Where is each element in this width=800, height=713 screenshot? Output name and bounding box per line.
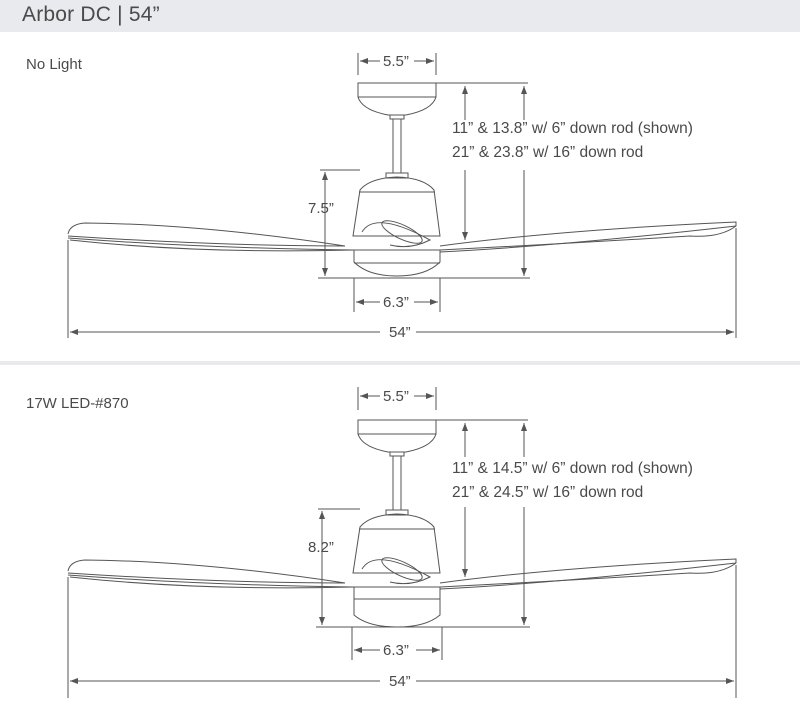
diagram-no-light: No Light	[26, 53, 737, 341]
diagram-led: 17W LED-#870	[0, 365, 800, 713]
variant-label: 17W LED-#870	[26, 395, 129, 412]
variant-label: No Light	[26, 56, 82, 73]
housing-width-label: 6.3”	[383, 294, 409, 311]
motor-height-label: 7.5”	[308, 200, 334, 217]
canopy-width-label: 5.5”	[383, 53, 409, 70]
section-divider	[0, 361, 800, 365]
span-label: 54”	[389, 324, 411, 341]
height-note-16in: 21” & 24.5” w/ 16” down rod	[452, 484, 643, 501]
fan-drawing: 5.5” 7.5” 6.3” 54” 11” & 13.8” w/ 6” dow…	[67, 53, 737, 341]
fan-drawing: 5.5” 8.2” 6.3” 54” 11” & 14.5” w/ 6” dow…	[67, 387, 737, 698]
height-note-6in: 11” & 14.5” w/ 6” down rod (shown)	[452, 460, 693, 477]
span-label: 54”	[389, 673, 411, 690]
product-title: Arbor DC | 54”	[22, 3, 160, 26]
title-bar: Arbor DC | 54”	[0, 0, 800, 32]
height-note-16in: 21” & 23.8” w/ 16” down rod	[452, 144, 643, 161]
canopy-width-label: 5.5”	[383, 388, 409, 405]
housing-width-label: 6.3”	[383, 642, 409, 659]
height-note-6in: 11” & 13.8” w/ 6” down rod (shown)	[452, 120, 693, 137]
motor-height-label: 8.2”	[308, 539, 334, 556]
